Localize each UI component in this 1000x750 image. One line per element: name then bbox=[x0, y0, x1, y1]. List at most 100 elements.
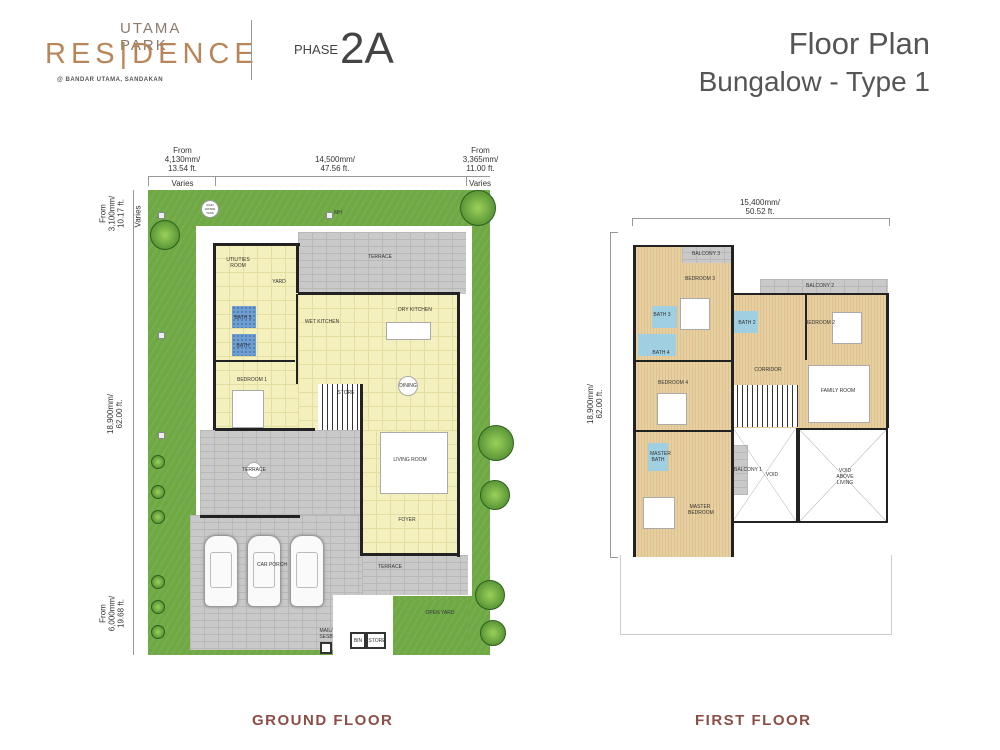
family-room bbox=[808, 365, 870, 423]
page-title: Floor Plan bbox=[788, 26, 930, 61]
room-car-porch: CAR PORCH bbox=[256, 562, 288, 568]
mail-box bbox=[320, 642, 332, 654]
room-terrace-top: TERRACE bbox=[368, 254, 392, 260]
tree-icon bbox=[151, 455, 165, 469]
wall bbox=[296, 294, 298, 384]
tree-icon bbox=[478, 425, 514, 461]
tree-icon bbox=[151, 485, 165, 499]
room-terrace-front: TERRACE bbox=[378, 564, 402, 570]
manhole-icon bbox=[158, 332, 165, 339]
terrace-side bbox=[200, 430, 362, 515]
room-balcony1: BALCONY 1 bbox=[734, 467, 762, 473]
rain-water-tank bbox=[201, 200, 219, 218]
balcony3 bbox=[682, 245, 732, 263]
room-open-yard: OPEN YARD bbox=[425, 610, 455, 616]
wall bbox=[213, 243, 216, 430]
brand-sub: @ BANDAR UTAMA, SANDAKAN bbox=[57, 77, 164, 83]
room-terrace-side: TERRACE bbox=[242, 467, 266, 473]
manhole-icon bbox=[158, 212, 165, 219]
wall bbox=[633, 430, 733, 432]
dim-left-mid: 18,900mm/ 62.00 ft. bbox=[106, 393, 124, 435]
tree-icon bbox=[460, 190, 496, 226]
void-above-living bbox=[798, 428, 888, 523]
wall bbox=[633, 245, 636, 557]
wall bbox=[805, 295, 807, 360]
dim-line-first-left bbox=[610, 232, 618, 558]
page-subtitle: Bungalow - Type 1 bbox=[698, 66, 930, 97]
room-utilities: UTILITIES ROOM bbox=[226, 257, 250, 269]
wall bbox=[633, 245, 733, 247]
wall bbox=[215, 360, 295, 362]
wall bbox=[215, 428, 315, 431]
wall bbox=[298, 292, 460, 295]
service-area bbox=[215, 244, 298, 430]
brand-logo: UTAMA PARK RES|DENCE @ BANDAR UTAMA, SAN… bbox=[45, 20, 254, 90]
tree-icon bbox=[151, 600, 165, 614]
dim-left-top: From 3,100mm/ 10.17 ft. bbox=[98, 195, 126, 232]
stair bbox=[318, 384, 362, 430]
room-corridor: CORRIDOR bbox=[754, 367, 782, 373]
dim-left-top-varies: Varies bbox=[133, 205, 143, 228]
open-yard bbox=[393, 600, 468, 655]
dim-top-right: From 3,365mm/ 11.00 ft. bbox=[462, 146, 499, 173]
label-mh: MH bbox=[334, 210, 342, 216]
wall bbox=[213, 243, 300, 246]
tree-icon bbox=[151, 575, 165, 589]
room-foyer: FOYER bbox=[398, 517, 416, 523]
wall bbox=[200, 515, 300, 518]
bed bbox=[232, 390, 264, 428]
dim-top-right-varies: Varies bbox=[468, 179, 492, 188]
room-dining: DINING bbox=[399, 383, 417, 389]
island bbox=[386, 322, 431, 340]
bed bbox=[657, 393, 687, 425]
car bbox=[204, 535, 238, 607]
room-bath2: BATH 2 bbox=[738, 320, 756, 326]
room-bath3: BATH 3 bbox=[653, 312, 671, 318]
room-bedroom2: BEDROOM 2 bbox=[804, 320, 836, 326]
brand-top: UTAMA PARK bbox=[120, 20, 181, 54]
wall bbox=[633, 360, 733, 362]
wall bbox=[457, 292, 460, 557]
room-dry-kitchen: DRY KITCHEN bbox=[398, 307, 432, 313]
room-mail: MAIL/ SESB bbox=[319, 628, 333, 640]
phase-value: 2A bbox=[340, 24, 394, 73]
manhole-icon bbox=[158, 432, 165, 439]
bed bbox=[832, 312, 862, 344]
tree-icon bbox=[480, 620, 506, 646]
dim-line-first-top bbox=[632, 218, 890, 226]
bath-floor bbox=[232, 334, 256, 356]
ground-floor-caption: GROUND FLOOR bbox=[252, 712, 394, 729]
bin-box bbox=[350, 632, 366, 649]
room-balcony2: BALCONY 2 bbox=[806, 283, 834, 289]
wall bbox=[886, 293, 889, 428]
tree-icon bbox=[151, 625, 165, 639]
brand-main: RES|DENCE bbox=[45, 38, 259, 70]
dim-tick bbox=[148, 176, 149, 186]
dim-tick bbox=[215, 176, 216, 186]
room-master-bath: MASTER BATH bbox=[650, 451, 671, 463]
room-bedroom4: BEDROOM 4 bbox=[657, 380, 689, 386]
wall bbox=[360, 553, 460, 556]
dim-top-left: From 4,130mm/ 13.54 ft. bbox=[164, 146, 201, 173]
bath4-floor bbox=[638, 334, 676, 356]
sofa-set bbox=[380, 432, 448, 494]
dim-top-left-varies: Varies bbox=[171, 179, 194, 188]
dim-left-bottom: From 6,000mm/ 19.68 ft. bbox=[98, 595, 126, 632]
room-bath: BATH bbox=[236, 343, 250, 349]
master-bath-floor bbox=[648, 443, 668, 471]
roof-outline bbox=[620, 555, 892, 635]
first-stair bbox=[733, 385, 798, 427]
first-floor-caption: FIRST FLOOR bbox=[695, 712, 812, 729]
room-living: LIVING ROOM bbox=[393, 457, 427, 463]
manhole-icon bbox=[326, 212, 333, 219]
car bbox=[290, 535, 324, 607]
store-box bbox=[366, 632, 386, 649]
void bbox=[733, 428, 798, 523]
bed bbox=[643, 497, 675, 529]
room-bath4: BATH 4 bbox=[652, 350, 670, 356]
room-void: VOID bbox=[765, 472, 779, 478]
tree-icon bbox=[475, 580, 505, 610]
room-yard: YARD bbox=[272, 279, 286, 285]
wall bbox=[360, 384, 363, 554]
header-divider bbox=[251, 20, 252, 80]
